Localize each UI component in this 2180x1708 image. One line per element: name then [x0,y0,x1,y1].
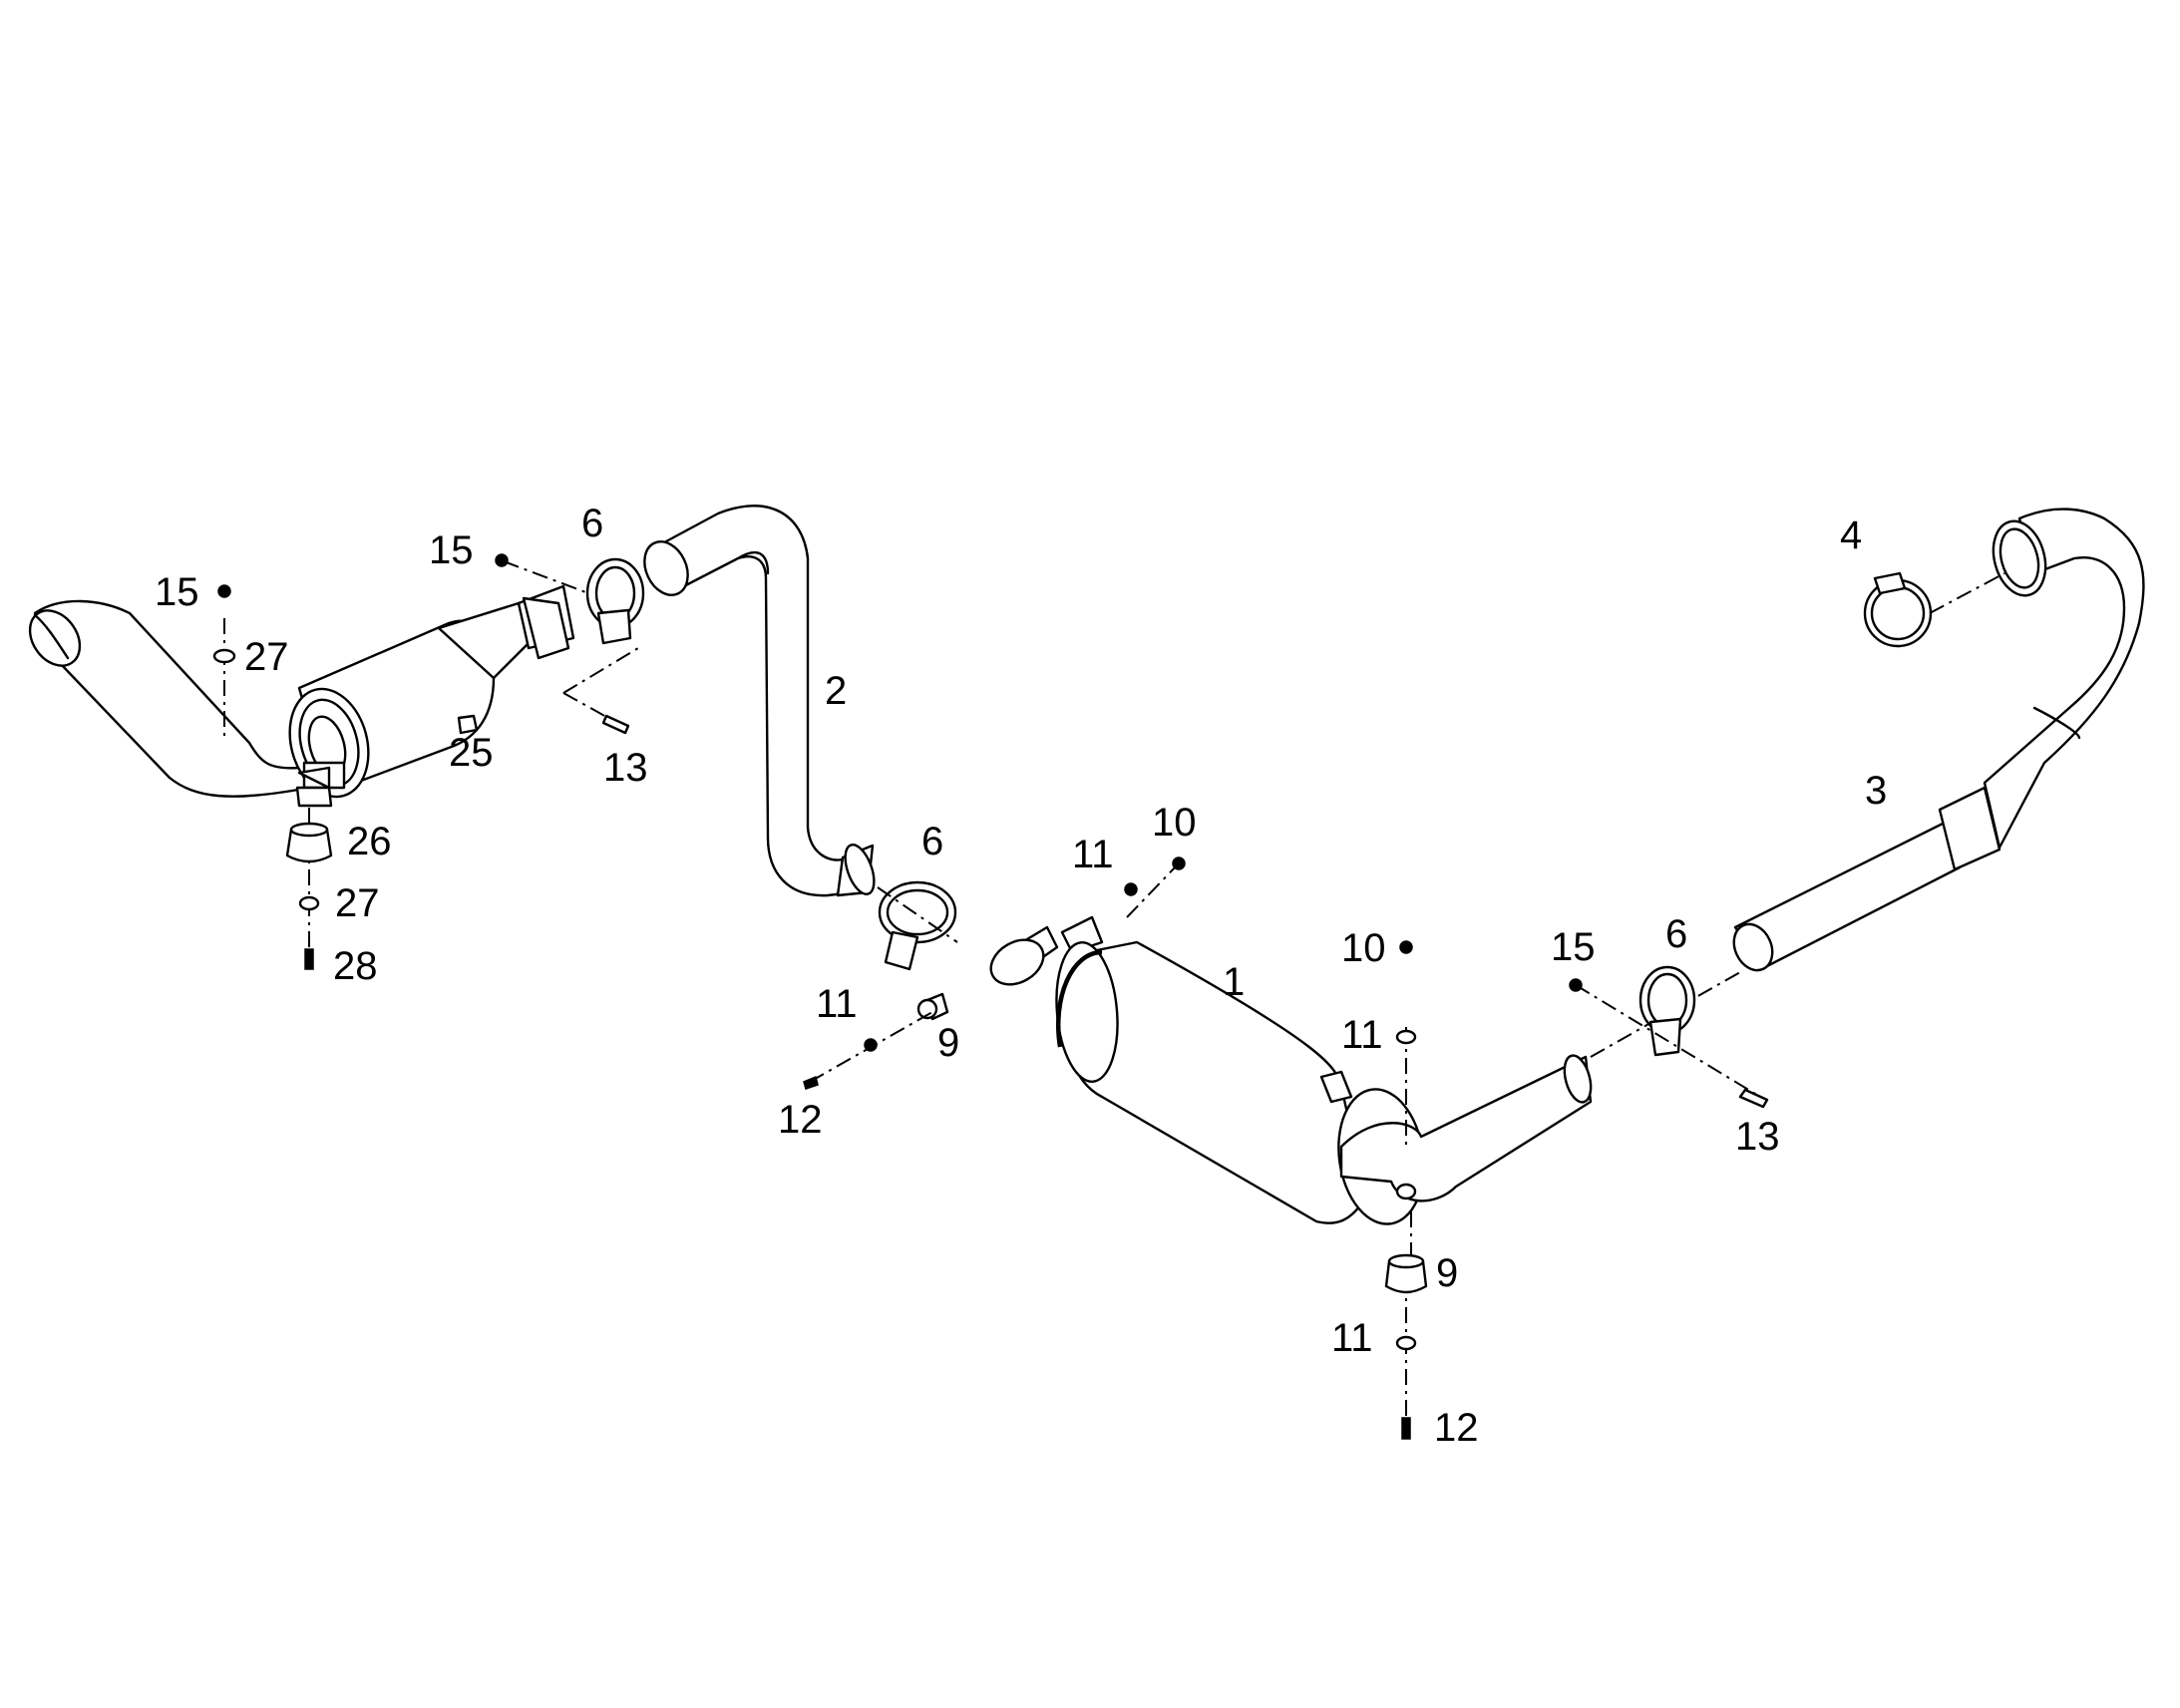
callout-10-top: 10 [1152,801,1197,845]
callout-11-top: 11 [1072,833,1114,876]
washer-11-top [1124,882,1138,896]
bolt-12-left [803,1075,819,1090]
callout-12-right: 12 [1434,1406,1479,1450]
callout-2: 2 [825,669,847,713]
callout-25: 25 [449,731,494,775]
tail-pipe [28,599,311,798]
bolt-12-right [1401,1417,1411,1440]
bolt-28 [304,948,314,970]
nut-10-right [1399,940,1413,954]
nut-15-right [1569,978,1583,992]
mount-stack-right [1124,856,1428,1440]
callout-26: 26 [347,820,392,863]
clamp-6-upper [495,553,645,735]
callout-6-upper: 6 [581,502,603,545]
callout-13-upper: 13 [603,746,648,790]
callout-1: 1 [1223,960,1245,1004]
washer-27-upper [212,648,236,664]
callout-12-left: 12 [778,1098,823,1142]
pipe-3 [1732,508,2145,972]
callout-11-left: 11 [816,982,858,1026]
washer-11-left [864,1038,878,1052]
callout-13-right: 13 [1735,1115,1780,1159]
callout-27-lower: 27 [335,881,380,925]
muffler-1 [989,915,1593,1261]
callout-4: 4 [1840,513,1862,557]
callout-10-right: 10 [1341,926,1386,970]
callout-11-right: 11 [1341,1013,1383,1057]
callout-15-left: 15 [155,570,199,614]
nut-15-left [217,584,231,598]
callout-6-right: 6 [1665,912,1687,956]
callout-27-upper: 27 [244,635,289,679]
nut-15-upper [495,553,509,567]
callout-3: 3 [1865,769,1887,813]
callout-15-upper: 15 [429,528,474,572]
callout-28: 28 [333,944,378,988]
washer-11-right [1395,1029,1417,1045]
rubber-isolator-26 [285,828,333,863]
muffler-25 [288,584,575,799]
callout-9-upper: 9 [937,1021,959,1065]
mount-stack-left [212,584,333,970]
callout-11-lower: 11 [1331,1316,1373,1360]
clamp-6-middle [803,880,958,1090]
clamp-6-right [1569,965,1769,1109]
washer-27-lower [298,895,320,911]
pipe-2 [643,505,876,897]
nut-10-top [1172,856,1186,870]
band-clamp-4 [1863,571,2005,648]
callout-15-right: 15 [1551,925,1596,969]
rubber-isolator-9-lower [1384,1259,1428,1294]
callout-6-middle: 6 [921,820,943,863]
washer-11-lower [1395,1335,1417,1351]
callouts: 1 2 3 4 6 6 6 9 9 10 10 11 11 11 11 12 1… [155,502,1887,1450]
callout-9-lower: 9 [1436,1251,1458,1295]
